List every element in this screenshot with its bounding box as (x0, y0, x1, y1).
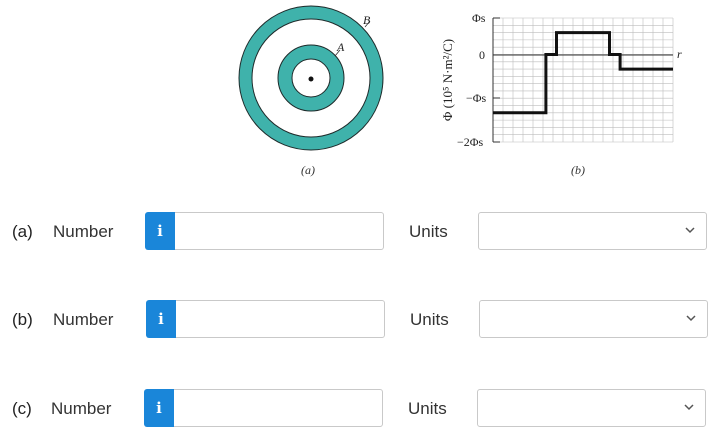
label-shell-a: A (336, 40, 345, 54)
chevron-down-icon (684, 404, 694, 411)
leader-b (364, 20, 371, 28)
figure-a-shells: A B (a) (238, 5, 384, 177)
units-label: Units (410, 310, 449, 329)
number-label: Number (53, 222, 114, 241)
info-icon: i (156, 399, 162, 417)
number-label: Number (51, 399, 112, 418)
figure-svg: A B (a) Φs 0 −Φs −2Φs r Φ (10⁵ N·m²/C) (… (238, 5, 682, 177)
number-label: Number (53, 310, 114, 329)
number-input[interactable] (174, 389, 383, 427)
tick-label-phis: Φs (472, 11, 486, 25)
leader-a (334, 49, 341, 57)
info-button[interactable]: i (144, 389, 174, 427)
caption-b: (b) (571, 163, 585, 177)
label-shell-b: B (363, 13, 371, 27)
tick-label-neg2-phis: −2Φs (457, 135, 484, 149)
figure-area: A B (a) Φs 0 −Φs −2Φs r Φ (10⁵ N·m²/C) (… (0, 0, 712, 185)
part-label: (b) (12, 310, 33, 329)
x-axis-label: r (677, 47, 682, 61)
y-axis-label: Φ (10⁵ N·m²/C) (440, 39, 455, 121)
center-charge (308, 76, 314, 82)
number-input[interactable] (175, 212, 384, 250)
info-button[interactable]: i (146, 300, 176, 338)
units-select[interactable] (477, 389, 706, 427)
units-label: Units (408, 399, 447, 418)
figure-b-chart: Φs 0 −Φs −2Φs r Φ (10⁵ N·m²/C) (b) (440, 11, 682, 177)
part-label: (a) (12, 222, 33, 241)
flux-series-line (493, 31, 673, 115)
caption-a: (a) (301, 163, 315, 177)
part-label: (c) (12, 399, 32, 418)
units-label: Units (409, 222, 448, 241)
question-row-a: (a) Number i Units (0, 212, 712, 252)
tick-label-zero: 0 (479, 48, 485, 62)
units-select[interactable] (479, 300, 708, 338)
number-input[interactable] (176, 300, 385, 338)
chevron-down-icon (685, 227, 695, 234)
units-select[interactable] (478, 212, 707, 250)
chart-grid (492, 17, 674, 143)
tick-label-neg-phis: −Φs (466, 91, 487, 105)
question-row-c: (c) Number i Units (0, 389, 712, 429)
chevron-down-icon (686, 315, 696, 322)
info-icon: i (157, 222, 163, 240)
info-icon: i (158, 310, 164, 328)
info-button[interactable]: i (145, 212, 175, 250)
question-row-b: (b) Number i Units (0, 300, 712, 340)
